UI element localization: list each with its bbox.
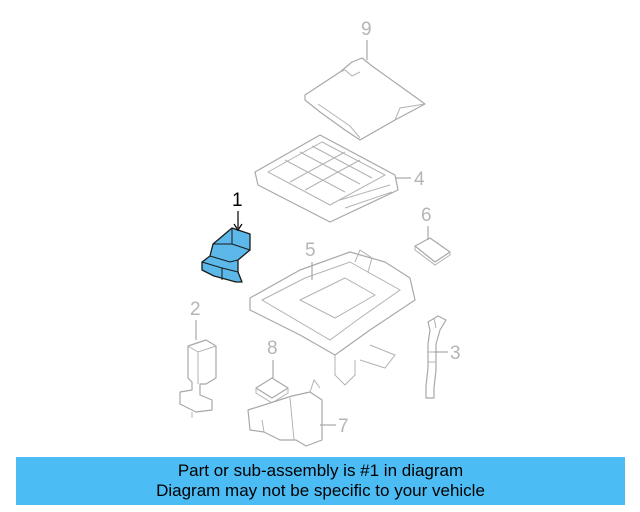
part-2-sensor[interactable] [179, 339, 217, 418]
part-9-cover[interactable] [304, 57, 426, 141]
callout-2: 2 [190, 299, 201, 320]
callout-9: 9 [361, 19, 372, 40]
part-6-pad[interactable] [414, 237, 451, 266]
callout-3: 3 [450, 343, 461, 364]
callout-8: 8 [267, 338, 278, 359]
callout-1: 1 [232, 190, 243, 211]
banner-line-2: Diagram may not be specific to your vehi… [156, 481, 485, 500]
part-7-bracket[interactable] [247, 378, 323, 447]
callout-5: 5 [305, 240, 316, 261]
parts-diagram: 9 4 6 5 1 [179, 19, 461, 447]
callout-4: 4 [414, 169, 425, 190]
banner-line-1: Part or sub-assembly is #1 in diagram [177, 461, 464, 480]
part-5-bracket[interactable] [249, 249, 416, 386]
callout-6: 6 [421, 205, 432, 226]
arrow-1-head [233, 223, 243, 232]
part-3-wired-sensor[interactable] [425, 315, 447, 399]
info-banner: Part or sub-assembly is #1 in diagram Di… [16, 457, 625, 505]
callout-7: 7 [338, 416, 349, 437]
part-1-highlighted[interactable] [201, 227, 251, 283]
part-4-control-module[interactable] [254, 134, 399, 223]
